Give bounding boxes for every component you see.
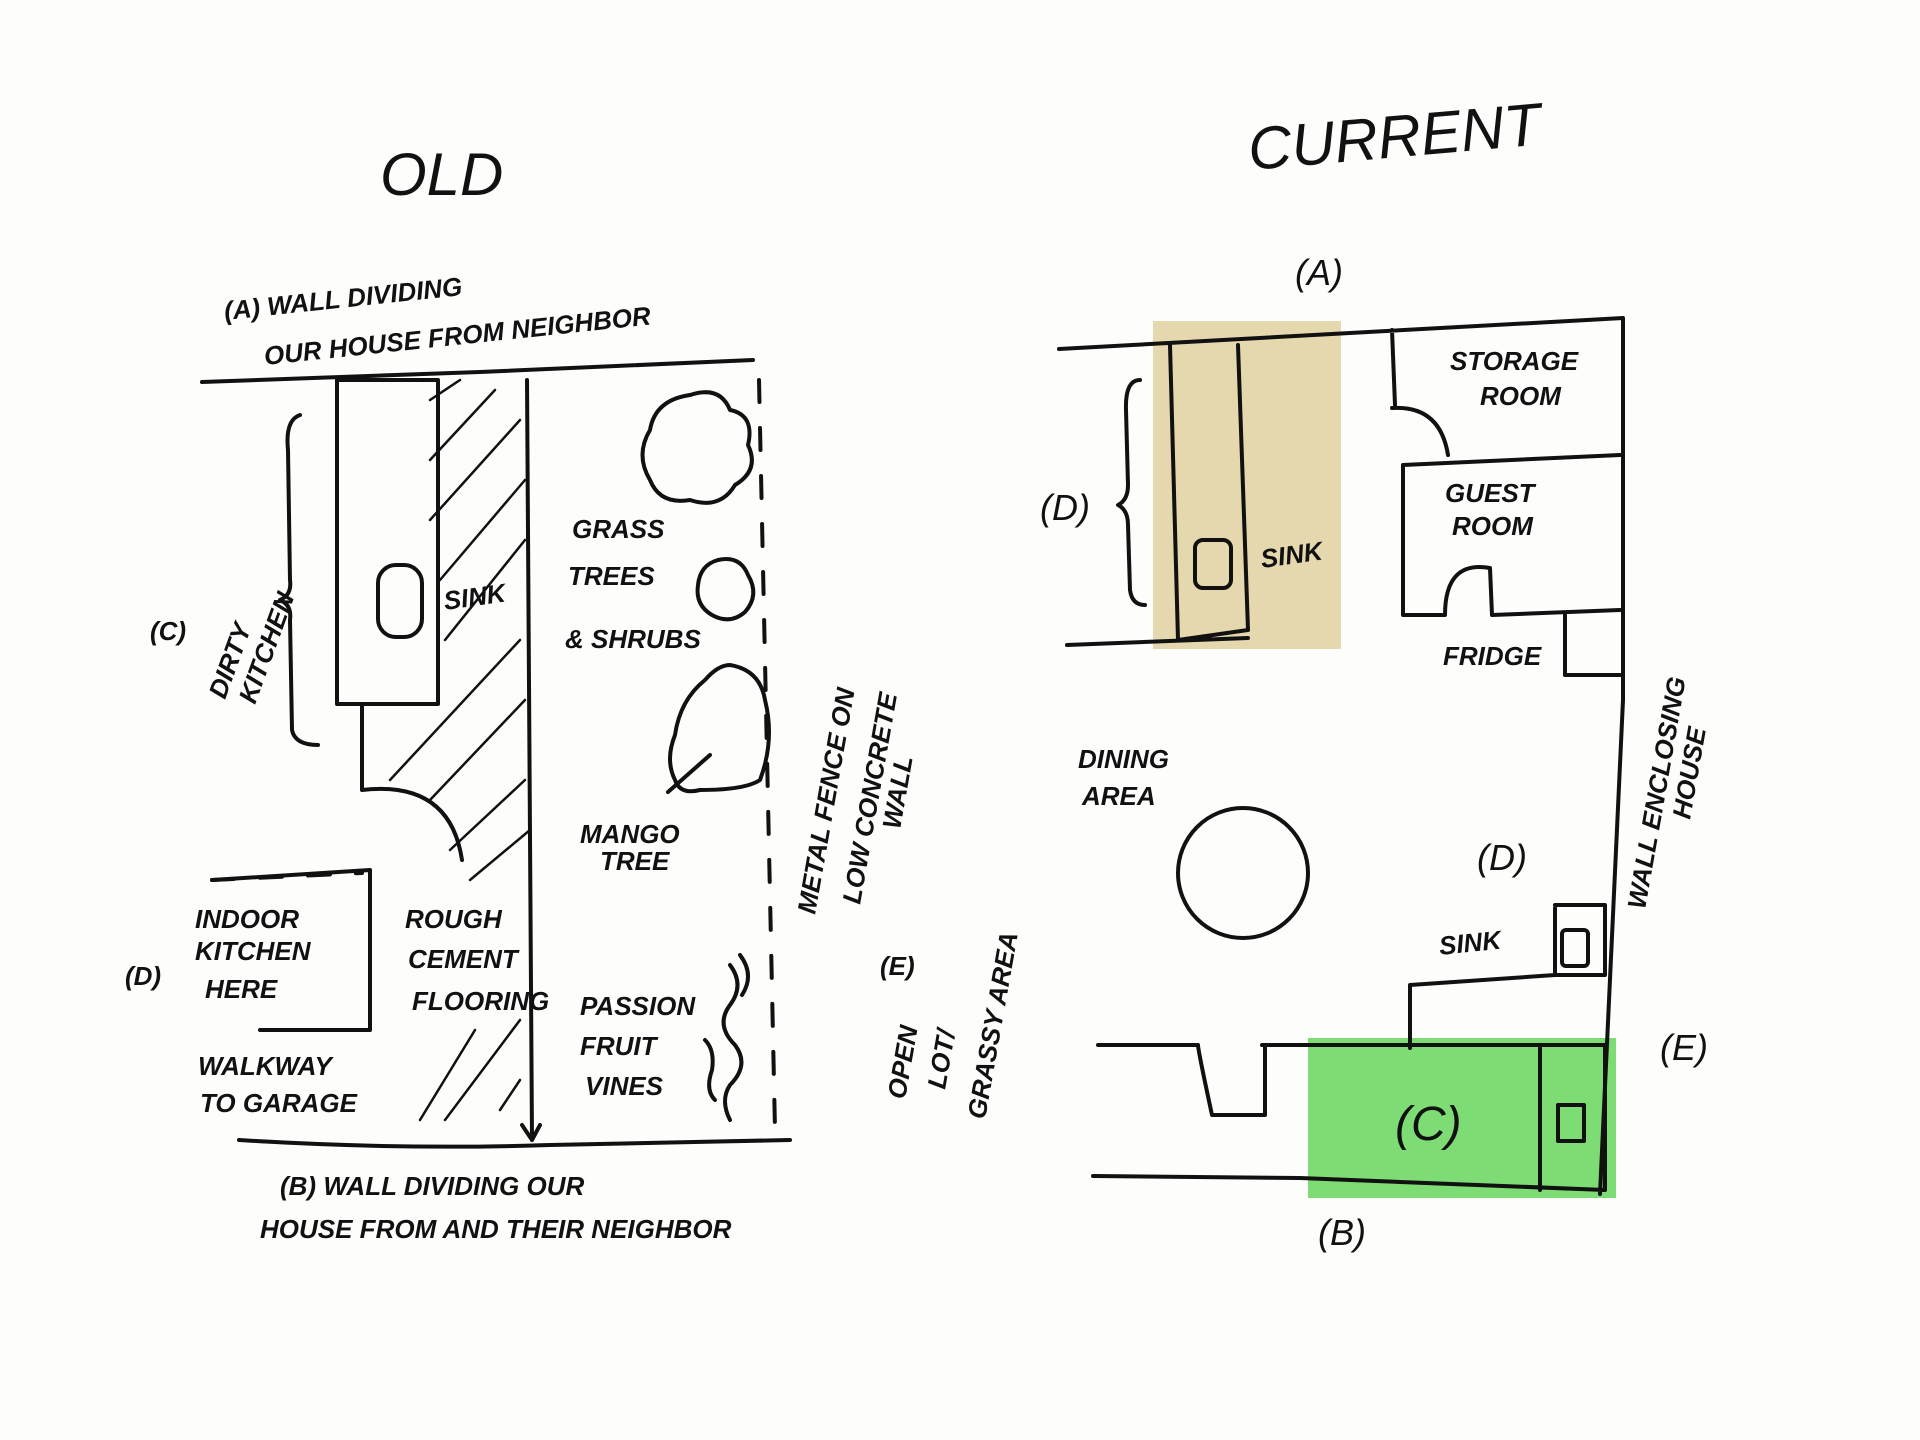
cement-hatching [388,378,532,1122]
passion-fruit-vine-icon [703,953,750,1122]
open-lot-ref: (E) [880,951,915,981]
dining-table [1176,806,1310,940]
guest-label-2: ROOM [1452,511,1534,541]
mango-label-1: MANGO [580,819,680,849]
current-b-ref: (B) [1318,1212,1366,1253]
tree-icons [640,390,771,1122]
open-lot-label-2: LOT/ [921,1025,961,1091]
old-plan: OLD (A) WALL DIVIDING OUR HOUSE FROM NEI… [125,141,1024,1244]
mango-label-2: TREE [600,846,670,876]
tree-icon [640,390,754,505]
wall-b-line [237,1138,792,1149]
wall-a-line [200,358,755,384]
passion-label-2: FRUIT [580,1031,659,1061]
old-sink-label: SINK [442,577,510,616]
storage-label-2: ROOM [1480,381,1562,411]
cement-label-3: FLOORING [412,986,549,1016]
passion-label-3: VINES [585,1071,664,1101]
old-title: OLD [380,141,503,208]
open-lot-label-3: GRASSY AREA [961,929,1023,1121]
current-dirty-kitchen-brace [1116,378,1147,607]
passion-label-1: PASSION [580,991,696,1021]
old-walls [210,702,464,1032]
dining-label-1: DINING [1078,744,1169,774]
wall-a-ref: (A) [1295,252,1343,293]
metal-fence-line [757,378,777,1132]
fridge-label: FRIDGE [1443,641,1542,671]
dirty-kitchen-ref: (C) [150,616,186,646]
indoor-kitchen-ref: (D) [125,961,161,991]
wall-b-label-2: HOUSE FROM AND THEIR NEIGHBOR [260,1214,732,1244]
old-sink-basin [376,563,424,639]
dining-label-2: AREA [1081,781,1156,811]
walkway-label-1: WALKWAY [198,1051,334,1081]
grass-label-2: TREES [568,561,655,591]
mango-tree-icon [666,663,771,794]
current-title: CURRENT [1245,90,1547,183]
indoor-kitchen-label-2: KITCHEN [195,936,312,966]
current-c-top-ref: (D) [1040,487,1090,528]
dirty-kitchen-counter [335,378,440,706]
grass-label-1: GRASS [572,514,665,544]
indoor-kitchen-label-3: HERE [205,974,278,1004]
current-sink-top-basin [1193,538,1233,590]
garage-area-highlight [1308,1038,1616,1198]
cement-divider-arrow [520,378,542,1142]
current-sink-bottom-basin [1560,928,1590,968]
cement-label-1: ROUGH [405,904,503,934]
indoor-kitchen-label-1: INDOOR [195,904,299,934]
cement-label-2: CEMENT [408,944,520,974]
walkway-label-2: TO GARAGE [200,1088,358,1118]
guest-label-1: GUEST [1445,478,1537,508]
shrub-icon [695,557,756,622]
wall-b-label-1: (B) WALL DIVIDING OUR [280,1171,585,1201]
current-walls [1057,316,1625,1196]
garage-sink-basin [1556,1103,1586,1143]
current-d-ref: (D) [1477,837,1527,878]
current-sink-bottom-label: SINK [1437,924,1504,961]
wall-a-label-1: (A) WALL DIVIDING [222,271,463,326]
current-c-ref: (C) [1395,1098,1462,1151]
current-plan: CURRENT (A) (D) SINK STORAGE ROOM GUEST … [1040,90,1712,1253]
current-e-ref: (E) [1660,1027,1708,1068]
open-lot-label-1: OPEN [881,1022,924,1101]
grass-label-3: & SHRUBS [565,624,701,654]
storage-label-1: STORAGE [1450,346,1579,376]
dirty-kitchen-brace [278,413,320,747]
